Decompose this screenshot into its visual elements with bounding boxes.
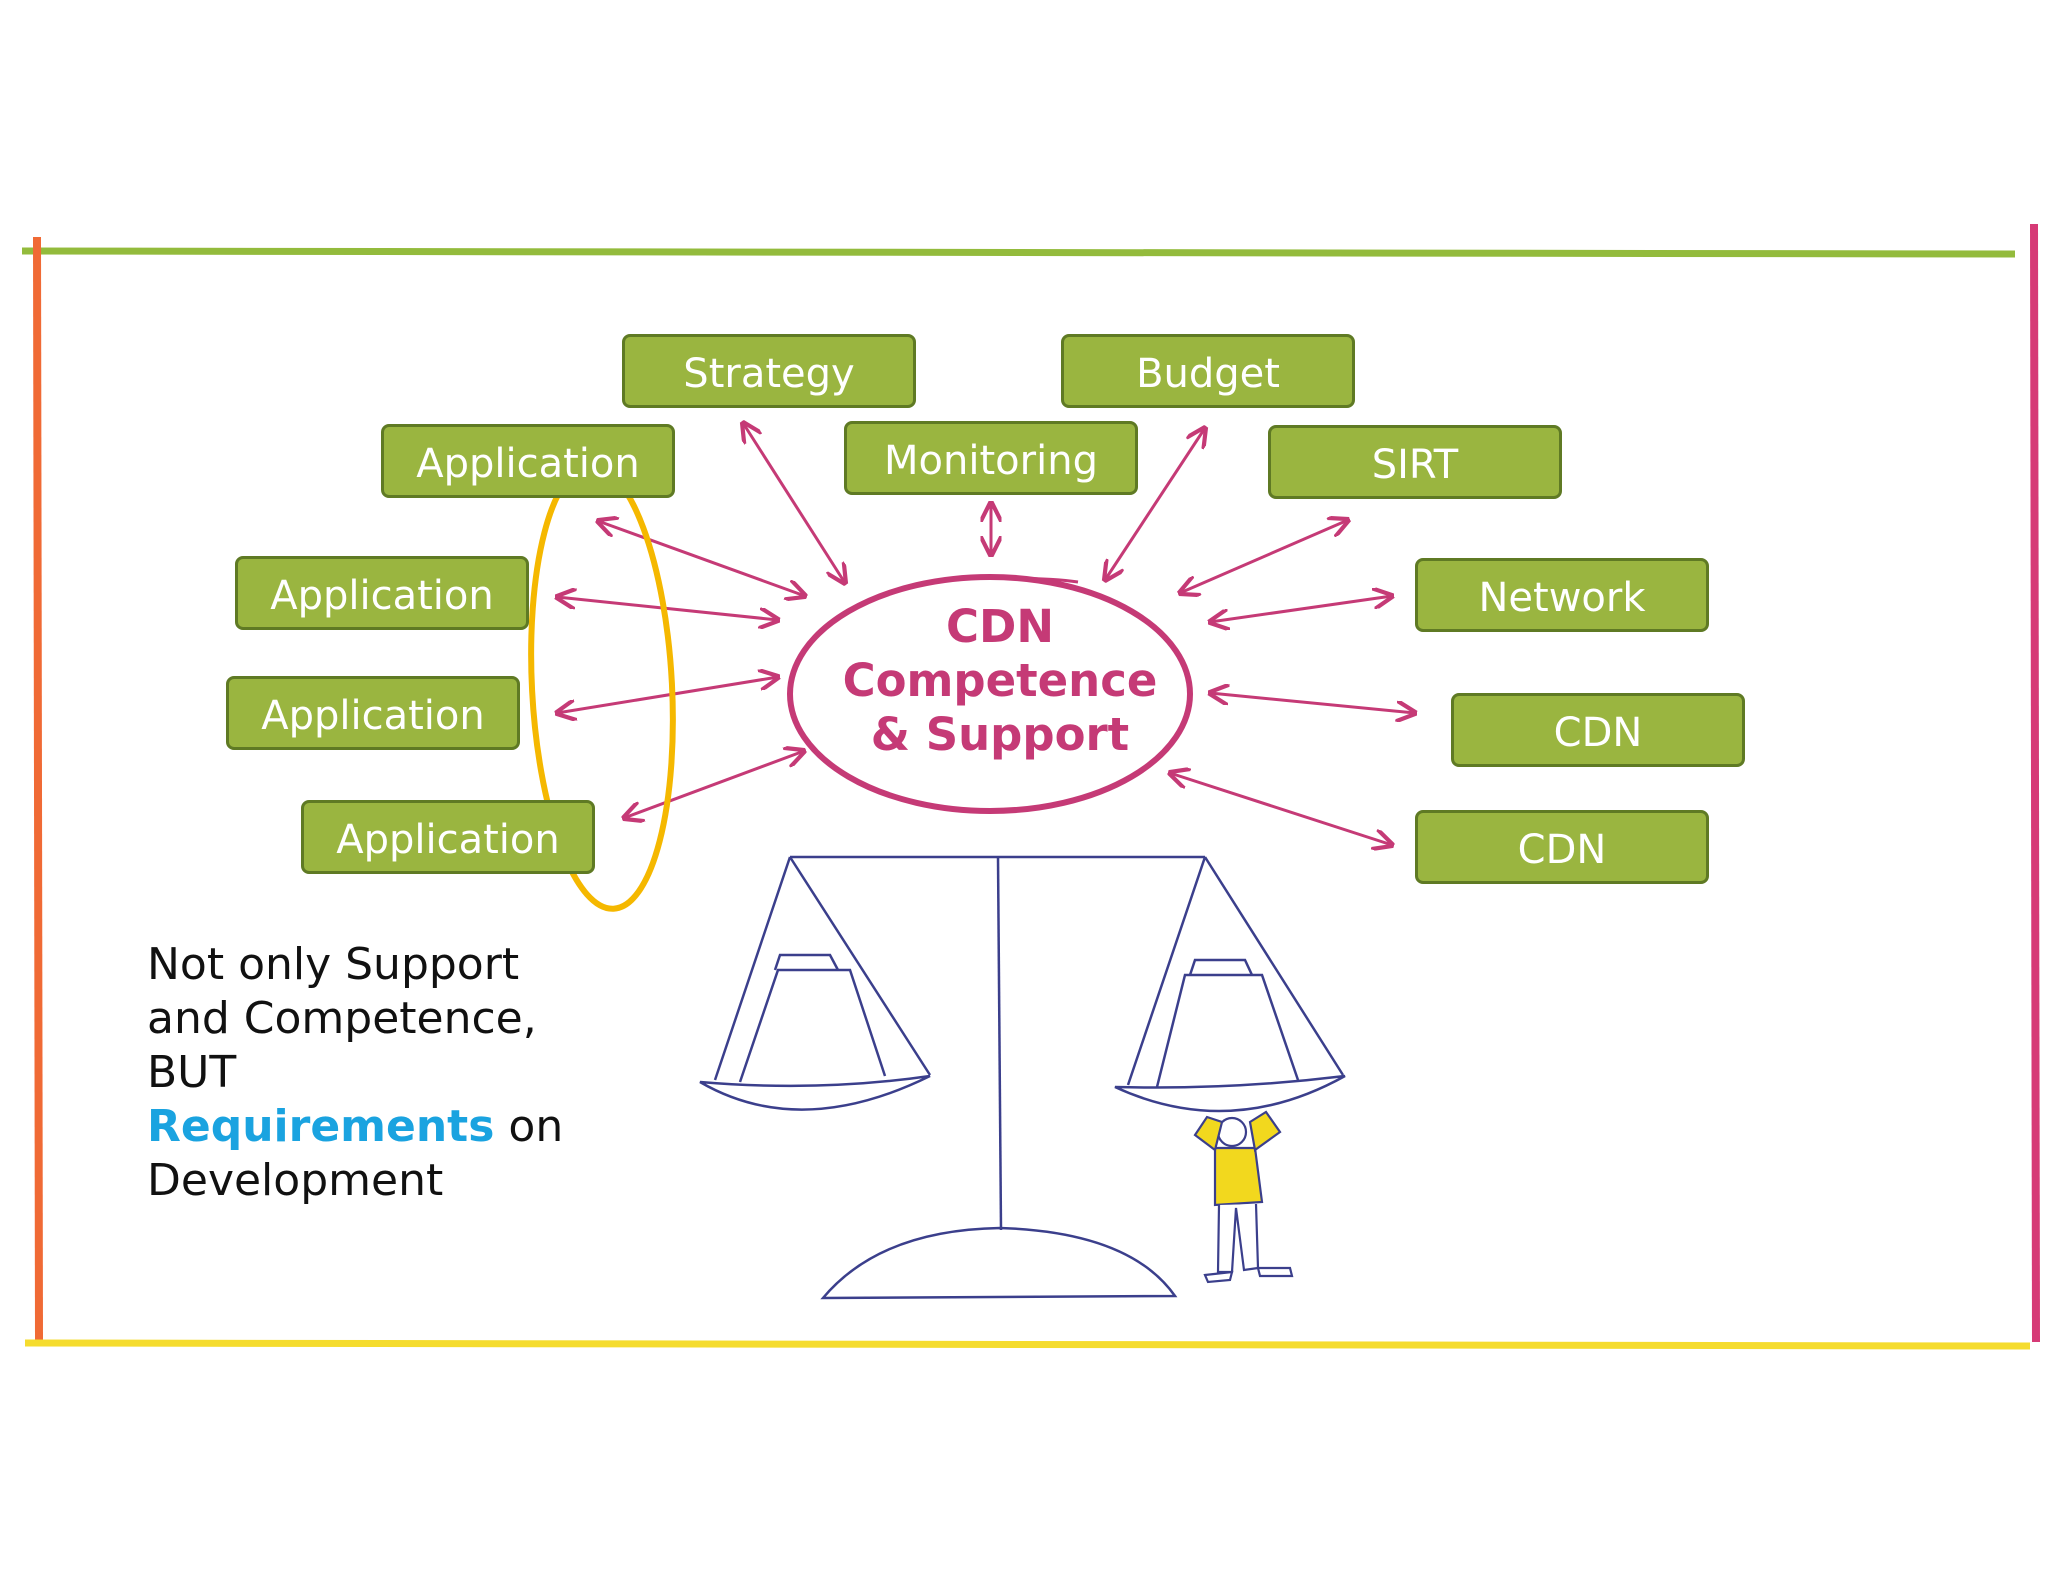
center-ellipse: [787, 574, 1193, 814]
arrow-app-4: [624, 751, 804, 818]
box-budget: Budget: [1061, 334, 1355, 408]
arrow-app-3: [557, 677, 778, 713]
frame-right-line: [2030, 223, 2040, 1343]
note-on: on: [494, 1101, 564, 1152]
arrow-app-2: [557, 597, 778, 620]
note-line-5: Development: [147, 1155, 444, 1206]
person-figure-icon: [1193, 1110, 1294, 1284]
box-strategy: Strategy: [622, 334, 916, 408]
center-title-line-3: & Support: [870, 708, 1130, 761]
frame-bottom-line: [24, 1339, 2031, 1350]
center-title: CDN Competence & Support: [800, 600, 1200, 762]
box-network: Network: [1415, 558, 1709, 632]
requirements-note: Not only Support and Competence, BUT Req…: [147, 938, 667, 1208]
frame-top-line: [21, 247, 2016, 258]
box-application-2: Application: [235, 556, 529, 630]
slide-frame: [21, 223, 2040, 1350]
arrow-app-top: [598, 521, 805, 596]
box-cdn-1: CDN: [1451, 693, 1745, 767]
center-title-line-2: Competence: [842, 654, 1158, 707]
arrow-network: [1210, 596, 1392, 622]
note-line-3: BUT: [147, 1047, 237, 1098]
note-line-1: Not only Support: [147, 939, 520, 990]
box-application-4: Application: [301, 800, 595, 874]
center-title-line-1: CDN: [945, 600, 1055, 653]
box-cdn-2: CDN: [1415, 810, 1709, 884]
arrow-cdn-2: [1170, 773, 1392, 845]
box-monitoring: Monitoring: [844, 421, 1138, 495]
arrow-sirt: [1180, 520, 1348, 593]
note-line-2: and Competence,: [147, 993, 537, 1044]
requirements-highlight: Requirements: [147, 1101, 495, 1152]
frame-left-line: [33, 236, 43, 1341]
arrow-strategy: [743, 423, 845, 583]
connector-arrows: [557, 423, 1415, 845]
note-line-4: Requirements on: [147, 1100, 667, 1154]
arrow-budget: [1105, 428, 1205, 580]
box-application-3: Application: [226, 676, 520, 750]
box-sirt: SIRT: [1268, 425, 1562, 499]
box-application-1: Application: [381, 424, 675, 498]
arrow-cdn-1: [1210, 693, 1415, 713]
balance-scale-illustration: [699, 855, 1346, 1300]
